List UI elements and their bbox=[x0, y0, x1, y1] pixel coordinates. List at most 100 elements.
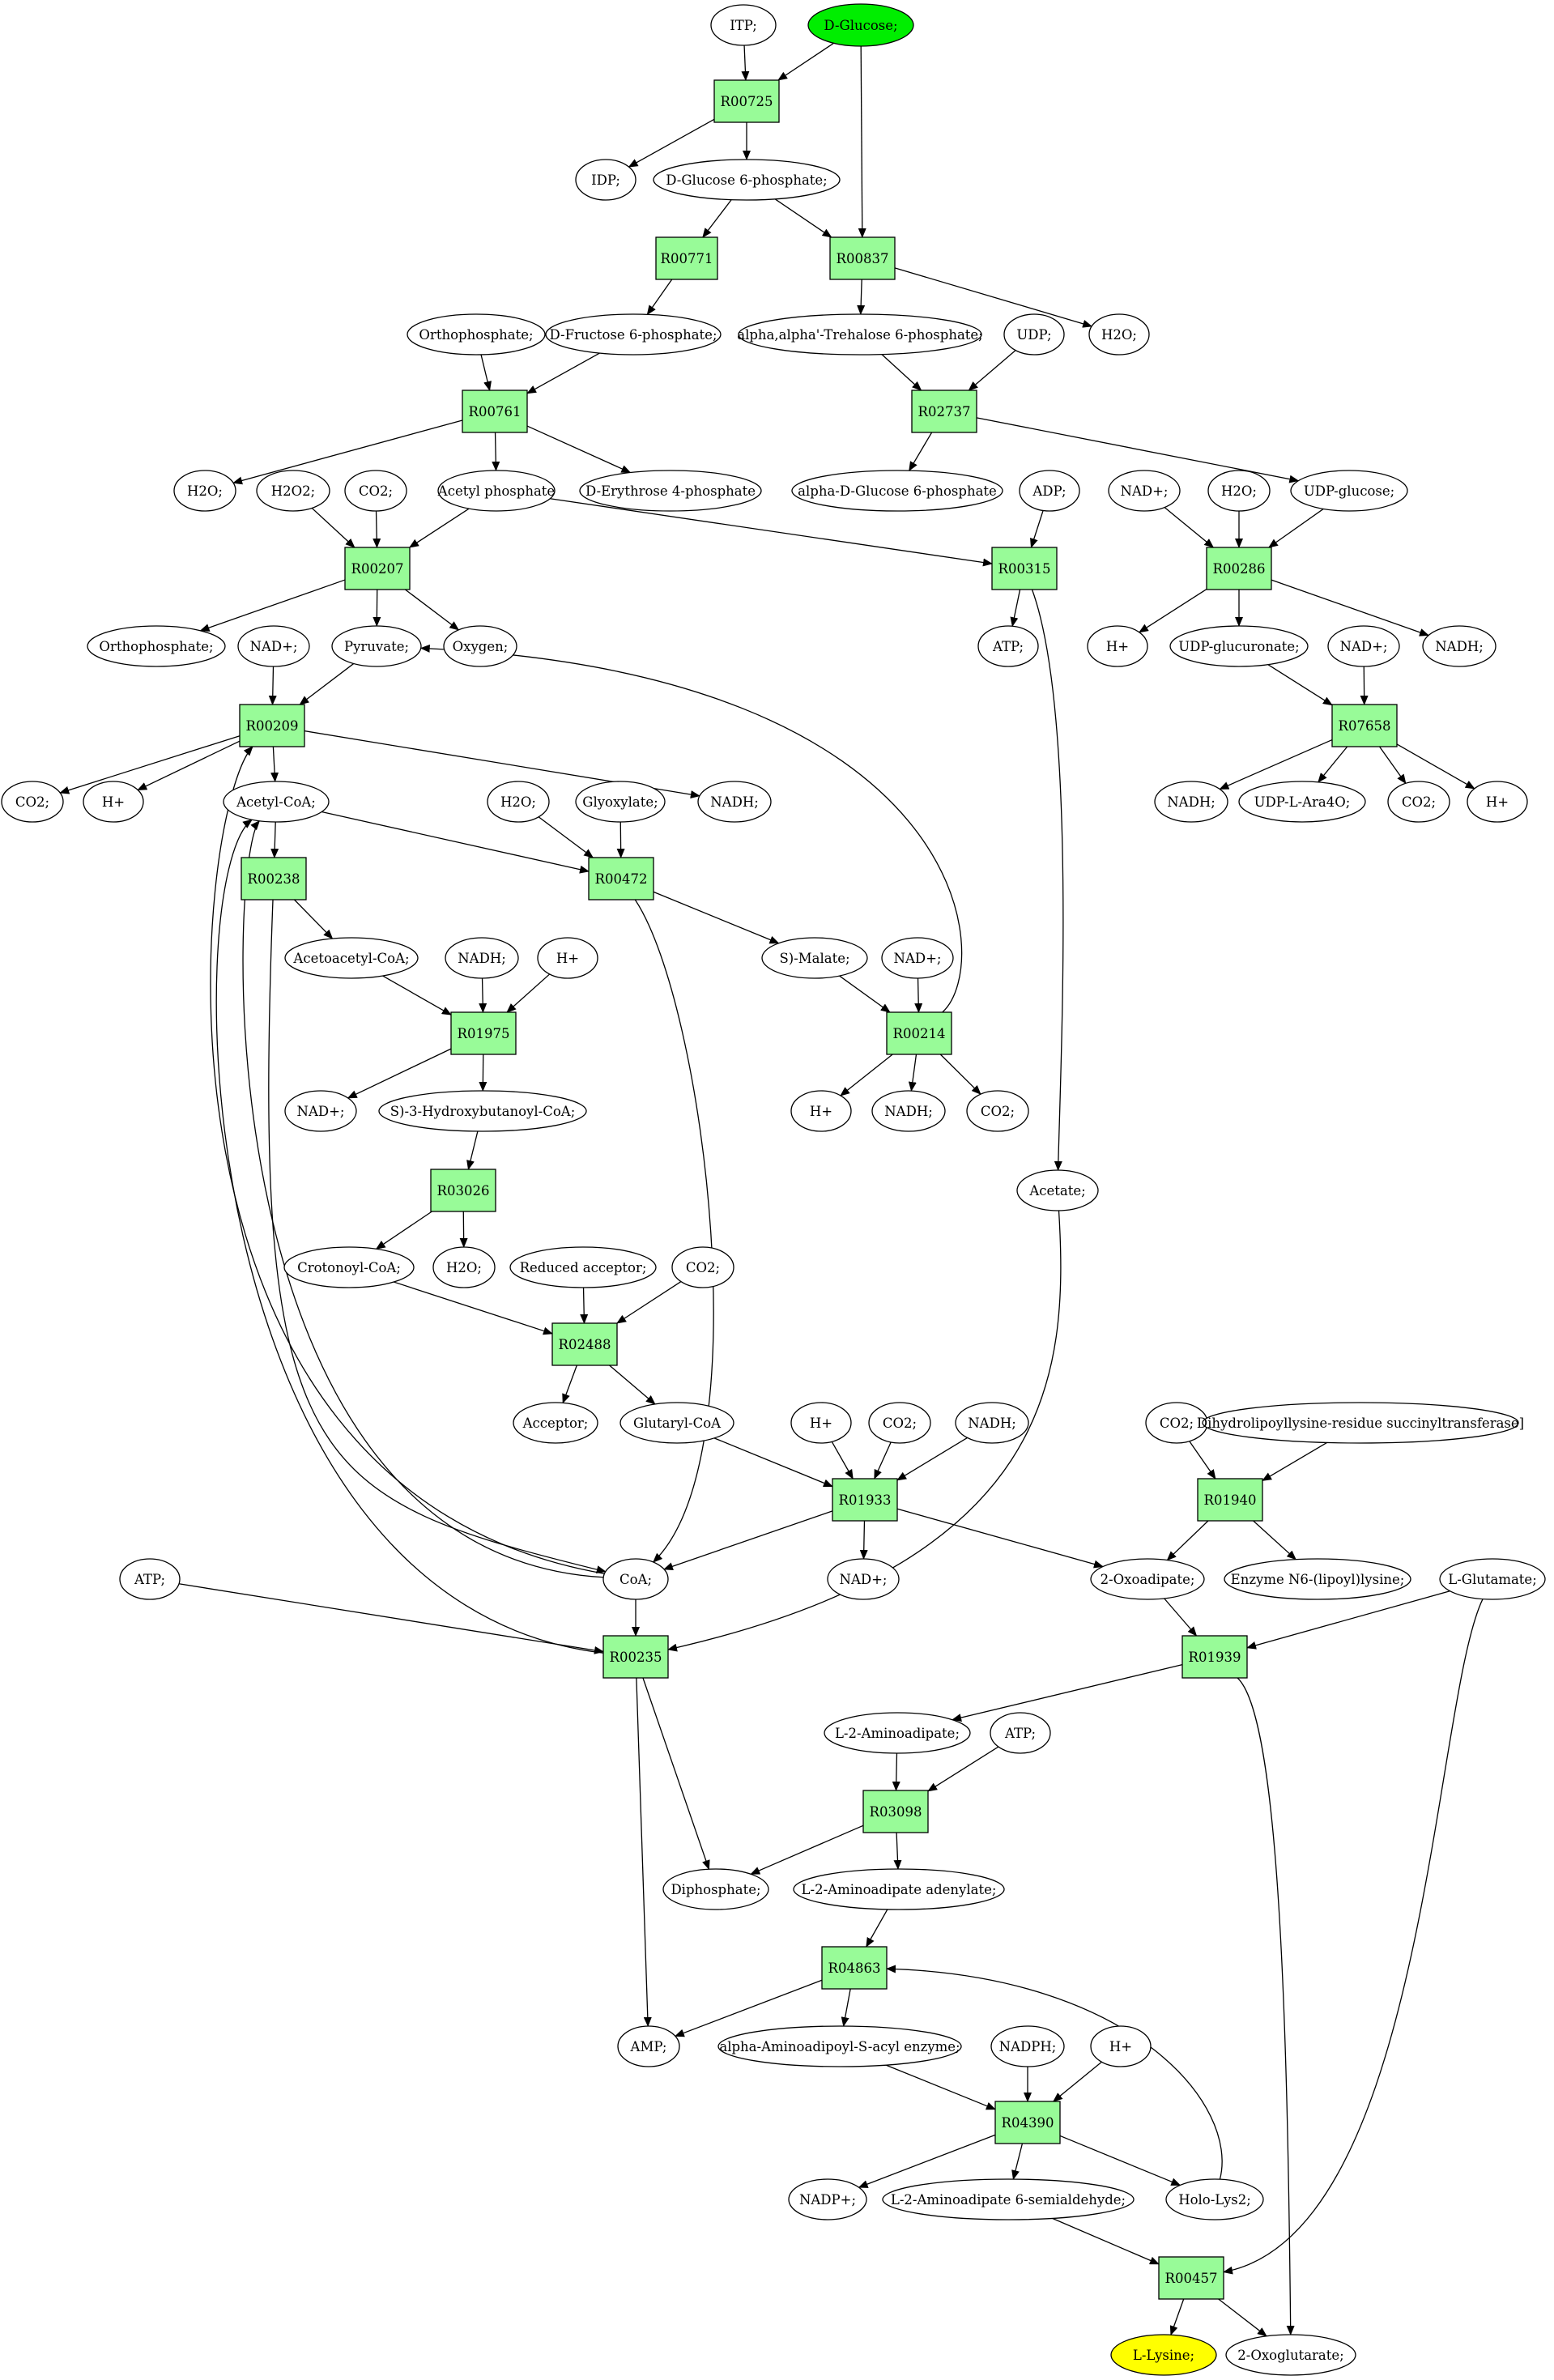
edge-R04390-to-l2aasa bbox=[1011, 2143, 1024, 2180]
node-label: NADH; bbox=[458, 951, 506, 966]
edge-R01933-to-nadp_f bbox=[859, 1520, 868, 1560]
edge-redacc-to-R02488 bbox=[580, 1287, 589, 1324]
edge-R00214-to-co2_d bbox=[939, 1054, 981, 1095]
edge-R02737-to-udpg bbox=[976, 417, 1300, 483]
node-label: D-Glucose 6-phosphate; bbox=[666, 172, 828, 188]
edge-holo-to-R04863 bbox=[886, 1965, 1223, 2180]
compound-ellipse bbox=[1090, 1558, 1205, 1600]
node-label: Enzyme N6-(lipoyl)lysine; bbox=[1231, 1572, 1405, 1587]
compound-ellipse bbox=[1387, 781, 1450, 823]
compound-ellipse bbox=[1016, 1169, 1099, 1211]
compound-ellipse bbox=[1, 781, 64, 823]
compound-ellipse bbox=[331, 625, 422, 667]
node-label: Dihydrolipoyllysine-residue succinyltran… bbox=[1197, 1416, 1524, 1431]
edge-udpg-to-R00286 bbox=[1268, 508, 1324, 548]
edge-glucose-to-R00725 bbox=[777, 42, 834, 81]
edge-oxoad-to-R01939 bbox=[1164, 1598, 1198, 1637]
compound-ellipse bbox=[1088, 313, 1150, 356]
compound-ellipse bbox=[284, 1090, 357, 1132]
compound-ellipse bbox=[955, 1402, 1029, 1444]
node-label: NADH; bbox=[1435, 639, 1484, 654]
node-label: Oxygen; bbox=[453, 639, 509, 654]
compound-ellipse bbox=[882, 2178, 1135, 2220]
compound-node-redacc: Reduced acceptor; bbox=[509, 1246, 657, 1288]
edge-R00214-to-pyr bbox=[419, 644, 963, 1013]
reaction-box bbox=[862, 1790, 929, 1833]
compound-ellipse bbox=[1090, 2025, 1152, 2067]
node-label: ITP; bbox=[730, 18, 757, 33]
node-label: Pyruvate; bbox=[344, 639, 409, 654]
edge-layer bbox=[59, 42, 1484, 2337]
node-label: H2O; bbox=[446, 1260, 482, 1275]
reaction-node-R01933: R01933 bbox=[832, 1478, 898, 1522]
edge-R00209-to-acoa bbox=[270, 746, 279, 783]
node-label: H+ bbox=[1486, 794, 1509, 810]
node-label: R02737 bbox=[918, 404, 971, 419]
reaction-box bbox=[241, 857, 307, 900]
compound-ellipse bbox=[1202, 1402, 1519, 1444]
edge-h2o2-to-R00207 bbox=[311, 507, 356, 548]
compound-ellipse bbox=[977, 625, 1039, 667]
compound-node-crcoa: Crotonoyl-CoA; bbox=[283, 1246, 415, 1288]
node-label: alpha,alpha'-Trehalose 6-phosphate; bbox=[737, 327, 983, 343]
node-label: L-Lysine; bbox=[1133, 2348, 1194, 2363]
node-label: 2-Oxoglutarate; bbox=[1237, 2348, 1343, 2363]
compound-node-nadpp: NADP+; bbox=[788, 2178, 867, 2220]
edge-R00837-to-h2o_a bbox=[894, 267, 1093, 328]
node-label: S)-Malate; bbox=[779, 951, 849, 966]
compound-ellipse bbox=[173, 470, 236, 512]
compound-ellipse bbox=[653, 159, 841, 201]
compound-ellipse bbox=[871, 1090, 946, 1132]
edge-R03098-to-l2aaad bbox=[893, 1832, 902, 1870]
edge-R04863-to-amp bbox=[674, 1979, 823, 2037]
compound-node-nadph: NADPH; bbox=[990, 2025, 1065, 2067]
edge-R00286-to-h_a bbox=[1139, 589, 1207, 633]
compound-node-nadh_e: NADH; bbox=[871, 1090, 946, 1132]
compound-ellipse bbox=[990, 2025, 1065, 2067]
compound-ellipse bbox=[602, 1558, 669, 1600]
compound-ellipse bbox=[1207, 470, 1271, 512]
compound-ellipse bbox=[513, 1402, 598, 1444]
compound-node-h_d: H+ bbox=[537, 937, 598, 979]
node-label: L-2-Aminoadipate adenylate; bbox=[802, 1882, 997, 1897]
edge-R00472-to-coa bbox=[634, 899, 714, 1563]
compound-node-holo: Holo-Lys2; bbox=[1165, 2178, 1264, 2220]
node-label: CO2; bbox=[15, 794, 49, 810]
compound-node-h_e: H+ bbox=[790, 1090, 852, 1132]
node-label: Acetoacetyl-CoA; bbox=[292, 951, 409, 966]
edge-R03098-to-diphos bbox=[750, 1824, 864, 1875]
node-label: R00837 bbox=[837, 251, 889, 266]
node-label: D-Erythrose 4-phosphate bbox=[585, 483, 756, 499]
edge-R07658-to-h_c bbox=[1396, 743, 1475, 790]
node-label: CO2; bbox=[1160, 1416, 1194, 1431]
edge-R00457-to-lys bbox=[1169, 2298, 1185, 2336]
compound-ellipse bbox=[710, 4, 777, 46]
compound-ellipse bbox=[868, 1402, 931, 1444]
edge-lglu-to-R00457 bbox=[1223, 1599, 1484, 2275]
node-label: NADH; bbox=[968, 1416, 1016, 1431]
compound-ellipse bbox=[1108, 470, 1181, 512]
edge-R03026-to-crcoa bbox=[375, 1211, 432, 1250]
compound-ellipse bbox=[738, 313, 982, 356]
node-label: Glyoxylate; bbox=[582, 794, 658, 810]
edge-R01939-to-oxoglu bbox=[1237, 1677, 1295, 2335]
edge-nadp_a-to-R00286 bbox=[1164, 507, 1215, 548]
edge-nadp_d-to-R00214 bbox=[914, 977, 923, 1013]
node-label: R04863 bbox=[828, 1961, 881, 1976]
edge-h_d-to-R01975 bbox=[506, 973, 551, 1013]
compound-node-t6p: alpha,alpha'-Trehalose 6-phosphate; bbox=[737, 313, 983, 356]
reaction-node-R00238: R00238 bbox=[241, 857, 307, 900]
compound-node-dlst: Dihydrolipoyllysine-residue succinyltran… bbox=[1197, 1402, 1524, 1444]
reaction-node-R00235: R00235 bbox=[602, 1635, 669, 1679]
compound-node-h2o_e: H2O; bbox=[432, 1246, 496, 1288]
node-label: UDP-glucose; bbox=[1304, 483, 1394, 499]
node-label: L-2-Aminoadipate; bbox=[835, 1726, 960, 1741]
compound-ellipse bbox=[671, 1246, 734, 1288]
edge-R00235-to-amp bbox=[636, 1677, 652, 2028]
compound-ellipse bbox=[617, 2025, 680, 2067]
edge-R00472-to-malate bbox=[653, 891, 780, 944]
edge-R04863-to-aase bbox=[841, 1988, 851, 2027]
edge-R07658-to-co2_c bbox=[1379, 746, 1407, 785]
node-label: R00238 bbox=[248, 871, 300, 887]
reaction-node-R03026: R03026 bbox=[430, 1169, 496, 1212]
